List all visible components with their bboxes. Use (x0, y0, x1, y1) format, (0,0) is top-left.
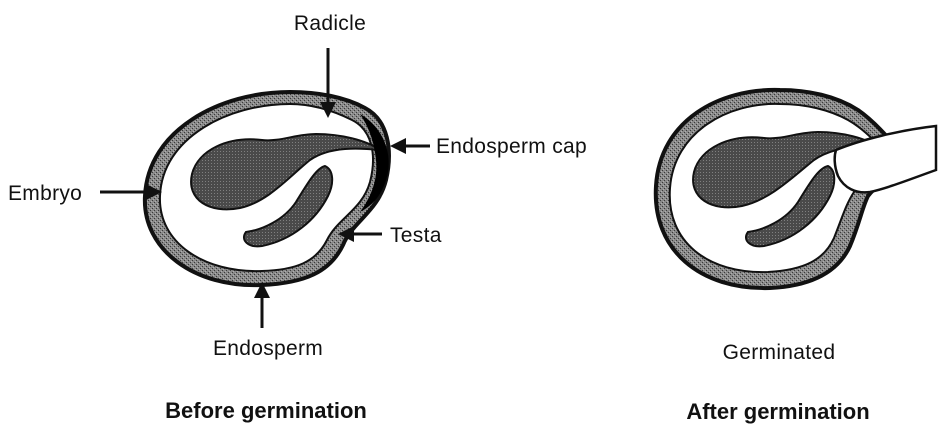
caption-after-germination: After germination (686, 399, 869, 424)
label-embryo: Embryo (8, 182, 82, 205)
endosperm-cap-arrow-head (390, 138, 406, 154)
label-endosperm: Endosperm (213, 337, 323, 360)
label-germinated: Germinated (723, 341, 836, 364)
caption-before-germination: Before germination (165, 398, 367, 423)
seed-before-germination (145, 92, 389, 285)
label-endosperm-cap: Endosperm cap (436, 135, 587, 158)
label-testa: Testa (390, 224, 442, 247)
label-radicle: Radicle (294, 12, 366, 35)
seed-after-germination (656, 90, 936, 288)
